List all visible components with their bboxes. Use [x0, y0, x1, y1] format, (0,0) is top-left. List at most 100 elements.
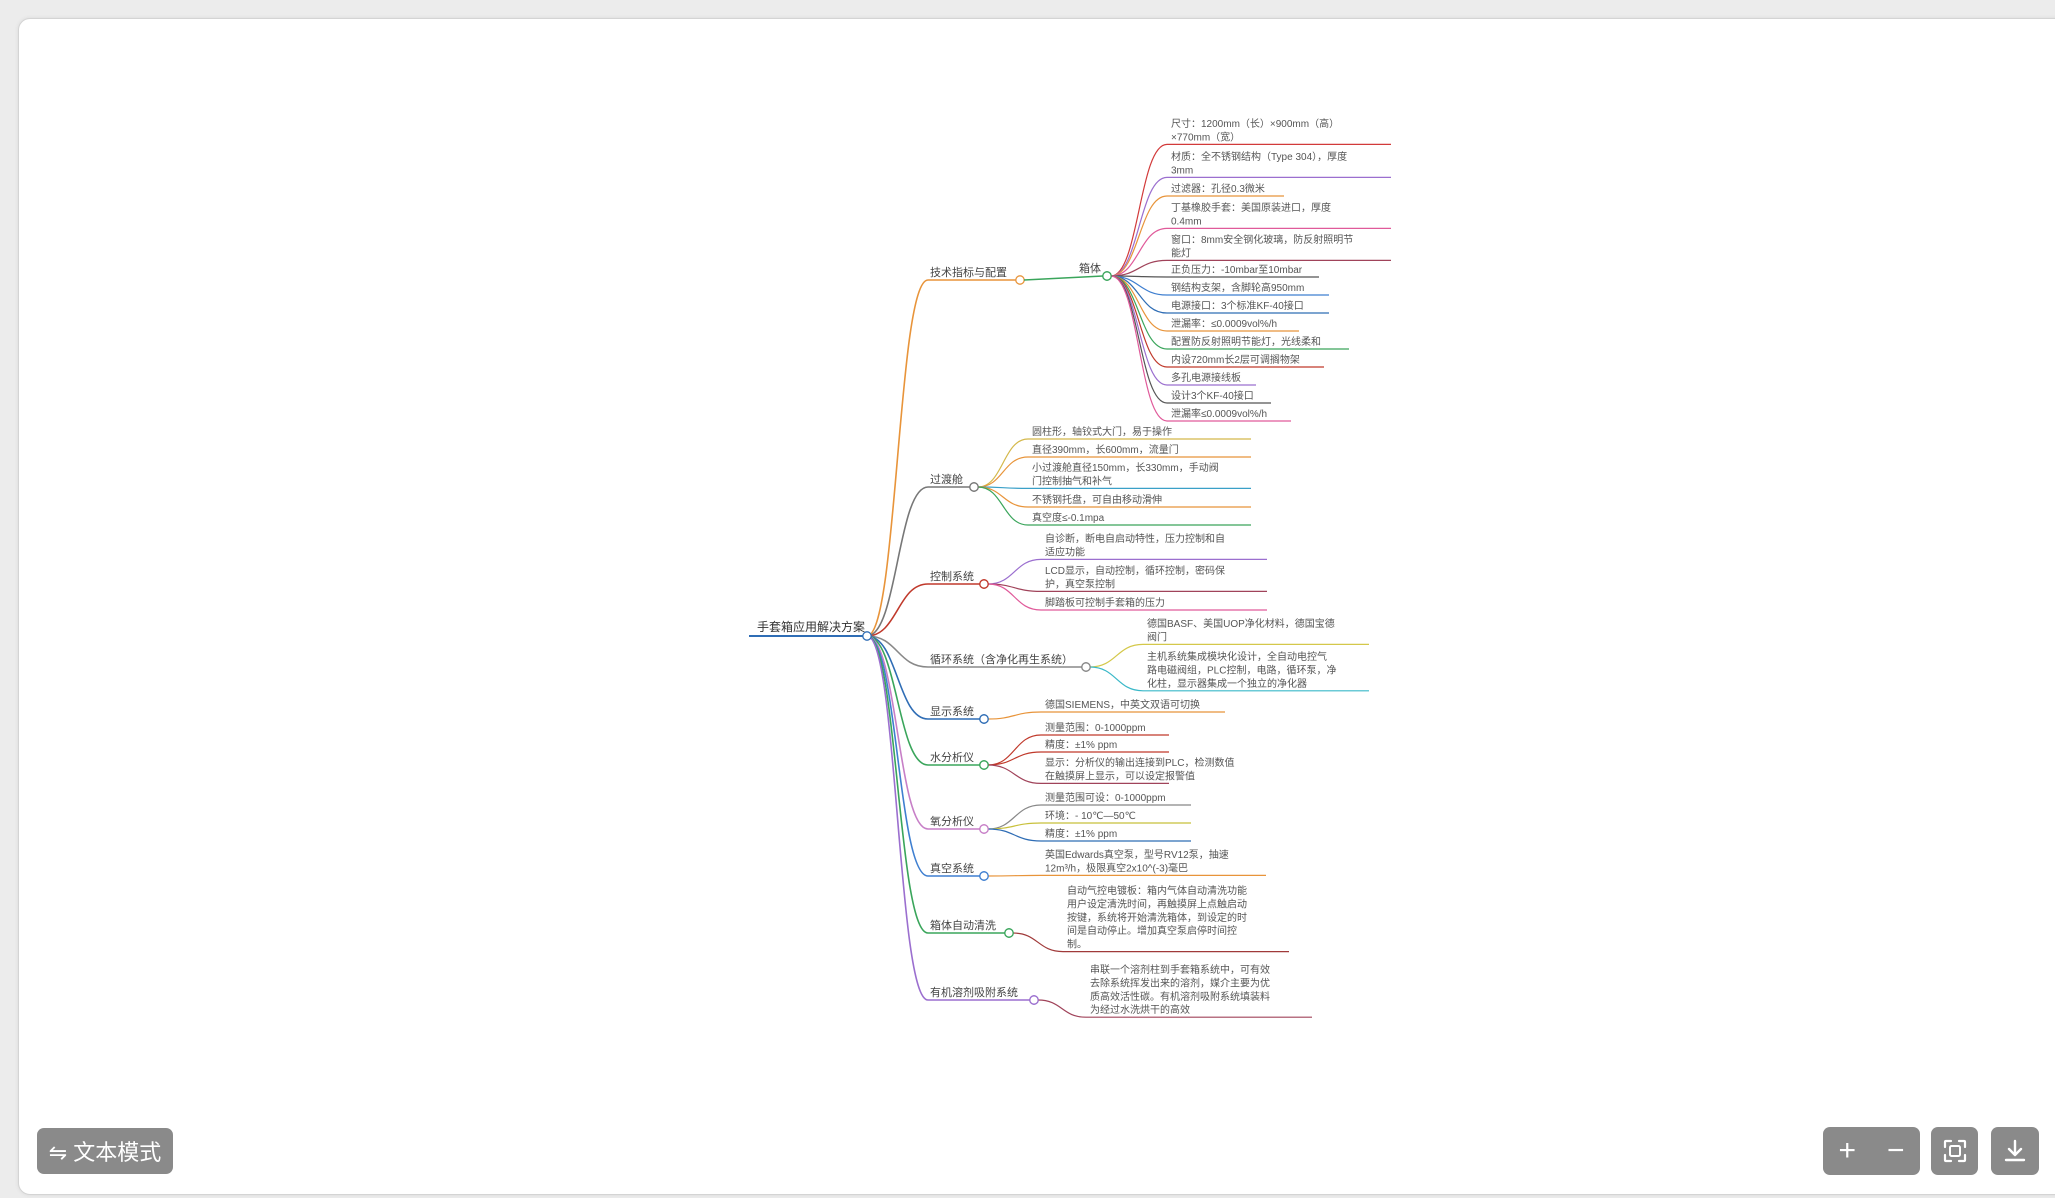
branch-2-toggle[interactable] [979, 579, 989, 589]
branch-5: 水分析仪 [930, 750, 974, 764]
branch-5-item-text: 显示：分析仪的输出连接到PLC，检测数值 [1045, 756, 1234, 769]
branch-9: 有机溶剂吸附系统 [930, 985, 1018, 999]
mindmap-canvas[interactable]: 手套箱应用解决方案技术指标与配置箱体尺寸：1200mm（长）×900mm（高）×… [18, 18, 2055, 1195]
mindmap-diagram[interactable]: 手套箱应用解决方案技术指标与配置箱体尺寸：1200mm（长）×900mm（高）×… [19, 19, 2055, 1195]
branch-connector [866, 583, 929, 637]
branch-connector [866, 635, 929, 1001]
box-spec-item-text: 泄漏率：≤0.0009vol%/h [1171, 317, 1277, 330]
box-spec-item-text: 配置防反射照明节能灯，光线柔和 [1171, 335, 1321, 348]
box-spec-item-text: 内设720mm长2层可调搁物架 [1171, 353, 1300, 366]
subbranch-box: 箱体 [1079, 261, 1101, 275]
download-button[interactable] [1991, 1127, 2039, 1175]
branch-2: 控制系统 [930, 569, 974, 583]
branch-connector [866, 635, 929, 934]
fit-screen-button[interactable] [1931, 1127, 1978, 1175]
zoom-out-button[interactable]: − [1886, 1134, 1905, 1167]
branch-8-toggle[interactable] [1004, 928, 1014, 938]
zoom-controls: + − [1823, 1127, 1920, 1175]
download-icon [2004, 1139, 2026, 1162]
branch-1-item-connector [977, 456, 1029, 488]
box-spec-item-connector [1110, 195, 1168, 277]
branch-6-item-text: 精度：±1% ppm [1045, 827, 1117, 840]
branch-2-item-text: 脚踏板可控制手套箱的压力 [1045, 596, 1165, 609]
fit-screen-icon [1943, 1139, 1966, 1163]
branch-1-item-text: 真空度≤-0.1mpa [1032, 511, 1105, 524]
branch-connector [866, 279, 929, 637]
branch-0: 技术指标与配置 [930, 265, 1007, 279]
branch-connector [866, 635, 929, 720]
branch-1-item-text: 圆柱形，轴铰式大门，易于操作 [1032, 425, 1172, 438]
box-spec-item-text: 丁基橡胶手套：美国原装进口，厚度 [1171, 201, 1331, 214]
box-spec-item-text: 0.4mm [1171, 216, 1202, 227]
box-spec-item-text: 设计3个KF-40接口 [1171, 389, 1254, 402]
branch-1-item-text: 不锈钢托盘，可自由移动滑伸 [1032, 493, 1162, 506]
branch-3-item-text: 主机系统集成模块化设计，全自动电控气 [1147, 650, 1327, 663]
branch-connector [866, 635, 929, 766]
branch-1-item-connector [977, 438, 1029, 488]
branch-3-item-text: 阀门 [1147, 630, 1167, 643]
box-spec-item-connector [1110, 275, 1168, 368]
branch-2-item-text: 适应功能 [1045, 545, 1085, 558]
branch-7-item-text: 英国Edwards真空泵，型号RV12泵，抽速 [1045, 848, 1229, 861]
branch-6-item-text: 环境：- 10℃—50℃ [1045, 809, 1136, 822]
box-spec-item-text: 过滤器：孔径0.3微米 [1171, 182, 1265, 195]
branch-3-item-text: 路电磁阀组，PLC控制，电路，循环泵，净 [1147, 663, 1336, 676]
branch-4-toggle[interactable] [979, 714, 989, 724]
branch-2-item-connector [987, 558, 1042, 585]
branch-8: 箱体自动清洗 [930, 918, 996, 932]
branch-7-item-text: 12m³/h，极限真空2x10^(-3)毫巴 [1045, 861, 1188, 874]
branch-6-item-connector [987, 828, 1042, 842]
branch-8-item-connector [1012, 932, 1064, 953]
branch-4-item-connector [987, 711, 1042, 720]
box-spec-item-connector [1110, 143, 1168, 277]
branch-9-item-text: 串联一个溶剂柱到手套箱系统中，可有效 [1090, 963, 1270, 976]
box-spec-item-text: 钢结构支架，含脚轮高950mm [1171, 281, 1304, 294]
branch-9-item-text: 去除系统挥发出来的溶剂，媒介主要为优 [1090, 976, 1270, 989]
branch-2-item-connector [987, 583, 1042, 611]
branch-8-item-text: 按键，系统将开始清洗箱体，到设定的时 [1067, 911, 1247, 924]
branch-3-toggle[interactable] [1081, 662, 1091, 672]
branch-5-item-connector [987, 751, 1042, 766]
box-spec-item-text: 材质：全不锈钢结构（Type 304），厚度 [1171, 150, 1347, 163]
branch-3: 循环系统（含净化再生系统） [930, 652, 1073, 666]
branch-1: 过渡舱 [930, 472, 963, 486]
branch-1-item-text: 直径390mm，长600mm，流量门 [1032, 443, 1179, 456]
root-toggle[interactable] [862, 631, 872, 641]
branch-1-item-text: 门控制抽气和补气 [1032, 474, 1112, 487]
box-spec-item-text: 窗口：8mm安全钢化玻璃，防反射照明节 [1171, 233, 1353, 246]
branch-0-toggle[interactable] [1015, 275, 1025, 285]
box-spec-item-text: 正负压力：-10mbar至10mbar [1171, 263, 1303, 276]
branch-7-toggle[interactable] [979, 871, 989, 881]
branch-3-item-text: 德国BASF、美国UOP净化材料，德国宝德 [1147, 617, 1335, 630]
box-spec-item-text: 3mm [1171, 165, 1193, 176]
zoom-in-button[interactable]: + [1838, 1134, 1857, 1167]
box-spec-item-connector [1110, 275, 1168, 386]
text-mode-button[interactable]: ⇋ 文本模式 [37, 1128, 173, 1174]
box-spec-item-connector [1110, 275, 1168, 422]
box-spec-item-connector [1110, 176, 1168, 277]
branch-6: 氧分析仪 [930, 814, 974, 828]
branch-1-toggle[interactable] [969, 482, 979, 492]
subbranch-box-toggle[interactable] [1102, 271, 1112, 281]
branch-2-item-text: 护，真空泵控制 [1045, 577, 1115, 590]
branch-4-item-text: 德国SIEMENS，中英文双语可切换 [1045, 698, 1200, 711]
sub-connector [1023, 275, 1104, 281]
branch-9-item-text: 为经过水洗烘干的高效 [1090, 1003, 1190, 1016]
branch-1-item-text: 小过渡舱直径150mm，长330mm，手动阀 [1032, 461, 1219, 474]
branch-6-toggle[interactable] [979, 824, 989, 834]
branch-5-item-text: 测量范围：0-1000ppm [1045, 721, 1146, 734]
branch-3-item-connector [1089, 666, 1144, 692]
branch-5-toggle[interactable] [979, 760, 989, 770]
branch-5-item-text: 精度：±1% ppm [1045, 738, 1117, 751]
box-spec-item-text: 泄漏率≤0.0009vol%/h [1171, 407, 1267, 420]
branch-connector [866, 486, 929, 637]
branch-3-item-text: 化柱，显示器集成一个独立的净化器 [1147, 677, 1307, 690]
branch-5-item-text: 在触摸屏上显示，可以设定报警值 [1045, 769, 1195, 782]
branch-5-item-connector [987, 734, 1042, 766]
branch-9-toggle[interactable] [1029, 995, 1039, 1005]
branch-8-item-text: 制。 [1067, 938, 1087, 951]
box-spec-item-text: 尺寸：1200mm（长）×900mm（高） [1171, 117, 1339, 130]
branch-connector [866, 635, 929, 877]
branch-2-item-text: LCD显示，自动控制，循环控制，密码保 [1045, 564, 1225, 577]
branch-8-item-text: 用户设定清洗时间，再触摸屏上点触启动 [1067, 897, 1247, 910]
